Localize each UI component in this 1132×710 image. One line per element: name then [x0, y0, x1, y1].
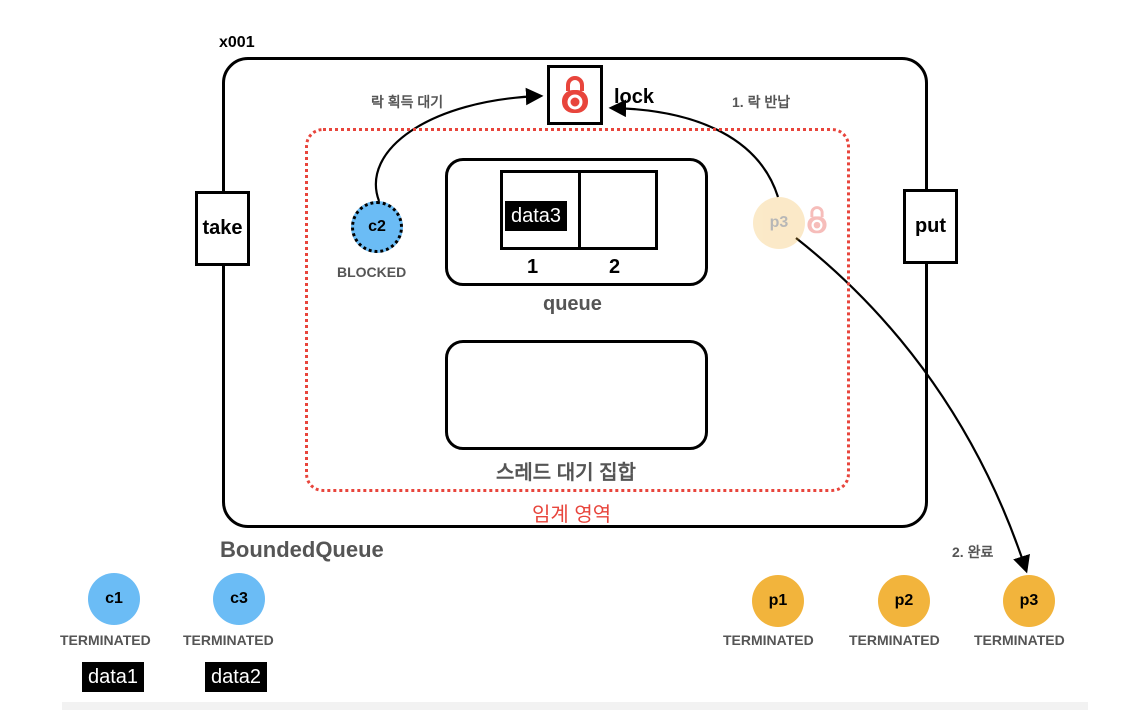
object-id-label: x001 [219, 34, 255, 51]
queue-slot-2 [577, 173, 656, 247]
thread-p2: p2 [878, 575, 930, 627]
queue-slot-2-index: 2 [609, 256, 621, 278]
bottom-strip [62, 702, 1088, 710]
put-method-box: put [903, 189, 958, 264]
put-label: put [914, 215, 947, 237]
critical-section [305, 128, 850, 492]
take-label: take [202, 217, 243, 239]
thread-c1: c1 [88, 573, 140, 625]
thread-p2-state: TERMINATED [849, 632, 940, 648]
thread-p3-faded-name: p3 [769, 214, 789, 231]
thread-c2: c2 [351, 201, 403, 253]
faded-padlock-icon [807, 206, 827, 234]
thread-p1-state: TERMINATED [723, 632, 814, 648]
thread-p3-faded: p3 [753, 197, 805, 249]
bounded-queue-container [222, 57, 928, 528]
done-annotation: 2. 완료 [952, 544, 994, 560]
bounded-queue-label: BoundedQueue [220, 537, 384, 562]
thread-c3-name: c3 [230, 590, 248, 607]
thread-p3: p3 [1003, 575, 1055, 627]
thread-c3-state: TERMINATED [183, 632, 274, 648]
thread-p1: p1 [752, 575, 804, 627]
thread-c1-data: data1 [82, 662, 145, 692]
return-lock-annotation: 1. 락 반납 [732, 94, 791, 110]
thread-c1-name: c1 [105, 590, 123, 607]
thread-c3-data: data2 [205, 662, 268, 692]
queue-slots: data3 [500, 170, 658, 250]
complete-arrow [795, 237, 1030, 574]
thread-c3: c3 [213, 573, 265, 625]
thread-p3-state: TERMINATED [974, 632, 1065, 648]
thread-c1-state: TERMINATED [60, 632, 151, 648]
thread-c2-state: BLOCKED [337, 264, 407, 280]
lock-label: lock [614, 86, 655, 108]
queue-box [445, 158, 708, 286]
queue-slot-1-value: data3 [505, 201, 568, 231]
padlock-icon [562, 76, 588, 113]
queue-slot-1: data3 [503, 173, 578, 247]
critical-section-label: 임계 영역 [532, 504, 612, 526]
return-lock-arrow [608, 99, 780, 198]
thread-p3-name: p3 [1019, 592, 1039, 609]
queue-slot-1-index: 1 [527, 256, 539, 278]
thread-p1-name: p1 [768, 592, 788, 609]
thread-p2-name: p2 [894, 592, 914, 609]
thread-wait-set-label: 스레드 대기 집합 [496, 462, 636, 484]
thread-c2-name: c2 [368, 218, 386, 235]
queue-label: queue [543, 293, 602, 315]
lock-box [547, 65, 603, 125]
wait-for-lock-annotation: 락 획득 대기 [371, 94, 444, 110]
thread-wait-set-box [445, 340, 708, 450]
take-method-box: take [195, 191, 250, 266]
